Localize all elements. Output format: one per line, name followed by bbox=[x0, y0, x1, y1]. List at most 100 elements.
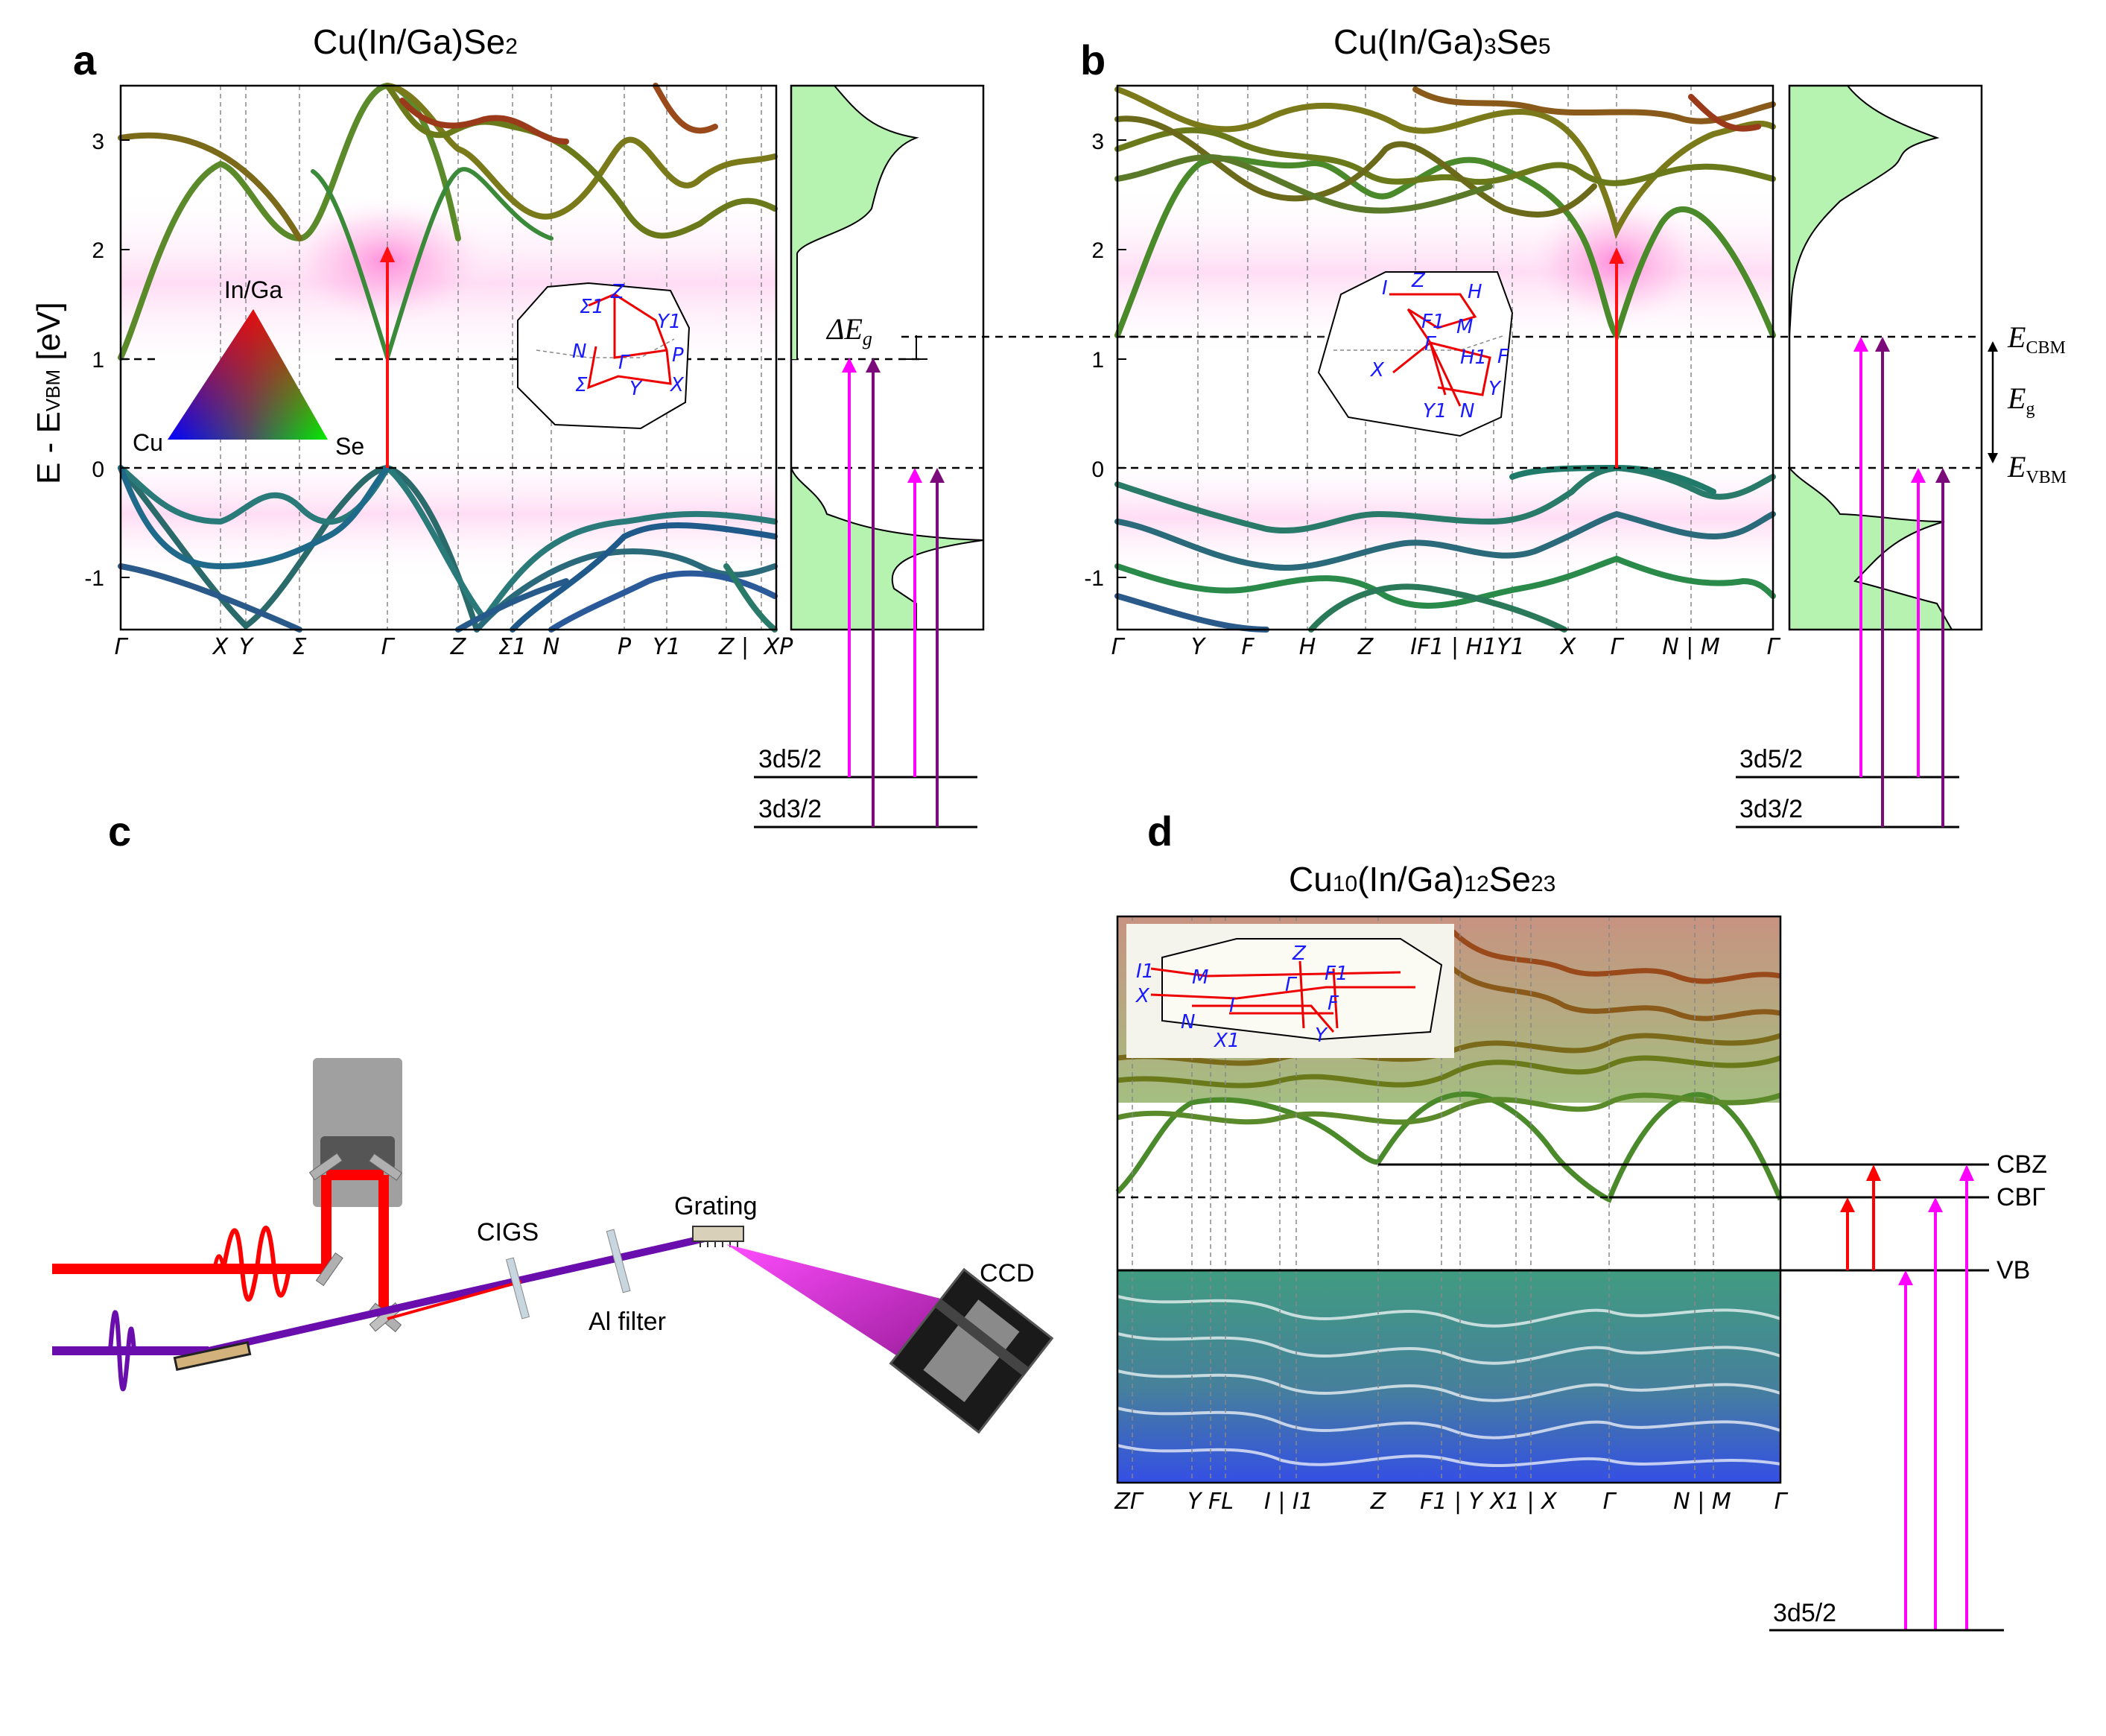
a-k-8: P bbox=[618, 634, 632, 660]
panel-a-dos bbox=[790, 84, 985, 631]
d-k-6: Γ bbox=[1603, 1489, 1617, 1515]
b-core-32: 3d3/2 bbox=[1739, 795, 1803, 823]
grating-label: Grating bbox=[674, 1192, 758, 1220]
panel-b-title: Cu(In/Ga)3Se5 bbox=[1333, 22, 1551, 61]
b-bz-3: F1 bbox=[1421, 311, 1445, 333]
panel-a: a Cu(In/Ga)Se2 E - EVBM [eV] bbox=[31, 22, 1490, 829]
b-k-4: Z bbox=[1357, 634, 1374, 660]
mirror-3 bbox=[315, 1252, 343, 1287]
a-gap-arrowhead bbox=[380, 246, 395, 262]
cigs-label: CIGS bbox=[477, 1218, 539, 1246]
b-k-7: Γ bbox=[1611, 634, 1625, 660]
d-bz-0: I1 bbox=[1136, 960, 1154, 983]
b-bz-11: N bbox=[1460, 400, 1474, 422]
panel-d-levels: CBZ CBΓ VB 3d5/2 bbox=[1117, 1150, 2047, 1632]
a-k-6: Σ1 bbox=[498, 634, 527, 660]
triangle-top-label: In/Ga bbox=[224, 276, 282, 303]
panel-d-valence-texture bbox=[1117, 1295, 1781, 1468]
grating-teeth bbox=[700, 1241, 738, 1247]
b-bz-2: H bbox=[1468, 281, 1482, 303]
a-k-7: N bbox=[543, 634, 559, 660]
d-k-8: Γ bbox=[1774, 1489, 1789, 1515]
d-k-2: I | I1 bbox=[1264, 1489, 1313, 1515]
a-bz-6: Σ bbox=[575, 374, 588, 396]
cbgamma-label: CBΓ bbox=[1996, 1183, 2046, 1211]
b-ytick-1: 1 bbox=[1091, 348, 1104, 373]
b-bz-1: Z bbox=[1411, 270, 1426, 292]
panel-b-letter: b bbox=[1080, 37, 1106, 83]
al-filter bbox=[606, 1229, 631, 1293]
a-core-52: 3d5/2 bbox=[758, 745, 822, 773]
panel-b-brillouin-zone: I Z H F1 M Γ H1 F X Y Y1 N bbox=[1317, 270, 1514, 437]
a-bz-1: Z bbox=[610, 281, 625, 303]
d-bz-3: F1 bbox=[1325, 963, 1348, 985]
panel-d: d Cu10(In/Ga)12Se23 bbox=[1114, 808, 2047, 1632]
a-k-9: Y1 bbox=[653, 634, 680, 660]
b-core-52: 3d5/2 bbox=[1739, 745, 1803, 773]
b-bz-5: Γ bbox=[1424, 333, 1437, 355]
d-bz-8: N bbox=[1181, 1011, 1195, 1033]
b-ytick-3: 3 bbox=[1091, 130, 1104, 154]
panel-a-valence-bands bbox=[118, 463, 778, 633]
d-bz-4: X bbox=[1135, 985, 1150, 1007]
a-bz-3: N bbox=[572, 340, 586, 363]
d-k-4: F1 | Y bbox=[1420, 1489, 1485, 1515]
xuv-pulse bbox=[108, 1310, 136, 1392]
panel-a-conduction-bands bbox=[118, 82, 778, 361]
ccd-detector bbox=[889, 1267, 1054, 1434]
panel-a-brillouin-zone: Σ1 Z Y1 N Γ P Σ Y X bbox=[517, 281, 691, 430]
panel-a-plot-frame bbox=[119, 84, 778, 631]
panel-d-title: Cu10(In/Ga)12Se23 bbox=[1289, 860, 1555, 899]
a-ytick-m1: -1 bbox=[84, 566, 104, 591]
pump-to-sample bbox=[387, 1280, 522, 1320]
b-k-5: IF1 | H1Y1 bbox=[1410, 634, 1524, 660]
mirror-2 bbox=[368, 1153, 402, 1181]
panel-d-letter: d bbox=[1147, 808, 1173, 855]
panel-a-yticks: 3 2 1 0 -1 bbox=[84, 130, 130, 591]
b-ytick-m1: -1 bbox=[1084, 566, 1104, 591]
panel-d-plot-frame bbox=[1116, 915, 1782, 1484]
d-k-3: Z bbox=[1370, 1489, 1387, 1515]
panel-b-core-levels: 3d5/2 3d3/2 bbox=[1736, 337, 1959, 829]
d-core-label: 3d5/2 bbox=[1773, 1599, 1836, 1627]
b-k-8: N | M bbox=[1662, 634, 1720, 660]
panel-b: b Cu(In/Ga)3Se5 bbox=[1080, 22, 2067, 829]
a-core-32: 3d3/2 bbox=[758, 795, 822, 823]
d-bz-1: M bbox=[1192, 966, 1208, 989]
focusing-mirror bbox=[173, 1341, 252, 1371]
panel-d-conduction-bands bbox=[1115, 929, 1783, 1203]
a-bz-5: P bbox=[672, 344, 684, 367]
b-gap-arrowhead bbox=[1609, 247, 1624, 264]
panel-a-kpoint-labels: Γ X Y Σ Γ Z Σ1 N P Y1 Z | XP bbox=[115, 634, 794, 660]
pump-pulse bbox=[221, 1226, 291, 1302]
b-k-0: Γ bbox=[1111, 634, 1126, 660]
a-k-1: X bbox=[212, 634, 229, 660]
b-bz-8: X bbox=[1369, 359, 1385, 381]
d-k-0: ZΓ bbox=[1114, 1489, 1144, 1515]
a-ytick-2: 2 bbox=[92, 238, 104, 263]
b-k-9: Γ bbox=[1767, 634, 1781, 660]
a-bz-8: X bbox=[669, 374, 685, 396]
eg-label: Eg bbox=[2007, 381, 2034, 419]
a-k-10: Z | bbox=[718, 634, 749, 660]
panel-b-energy-labels: ECBM Eg EVBM bbox=[1988, 320, 2067, 487]
xuv-beam bbox=[207, 1233, 713, 1355]
vb-label: VB bbox=[1996, 1256, 2030, 1284]
ecbm-label: ECBM bbox=[2007, 320, 2066, 358]
cbz-label: CBZ bbox=[1996, 1150, 2047, 1179]
triangle-right-label: Se bbox=[335, 433, 364, 460]
d-k-7: N | M bbox=[1673, 1489, 1731, 1515]
panel-d-brillouin-zone: I1 M Z F1 X Γ I F N X1 Y bbox=[1126, 924, 1454, 1058]
cigs-sample bbox=[505, 1257, 530, 1320]
panel-b-dos bbox=[1788, 84, 1983, 631]
evbm-label: EVBM bbox=[2007, 450, 2067, 487]
a-k-11: XP bbox=[763, 634, 794, 660]
panel-d-kpoint-labels: ZΓ Y FL I | I1 Z F1 | Y X1 | X Γ N | M Γ bbox=[1114, 1489, 1788, 1515]
b-k-1: Y bbox=[1191, 634, 1207, 660]
a-ytick-1: 1 bbox=[92, 348, 104, 373]
d-bz-9: X1 bbox=[1213, 1030, 1240, 1052]
panel-b-yticks: 3 2 1 0 -1 bbox=[1084, 130, 1126, 591]
a-k-4: Γ bbox=[381, 634, 396, 660]
d-bz-10: Y bbox=[1315, 1024, 1328, 1047]
panel-a-letter: a bbox=[73, 37, 97, 83]
